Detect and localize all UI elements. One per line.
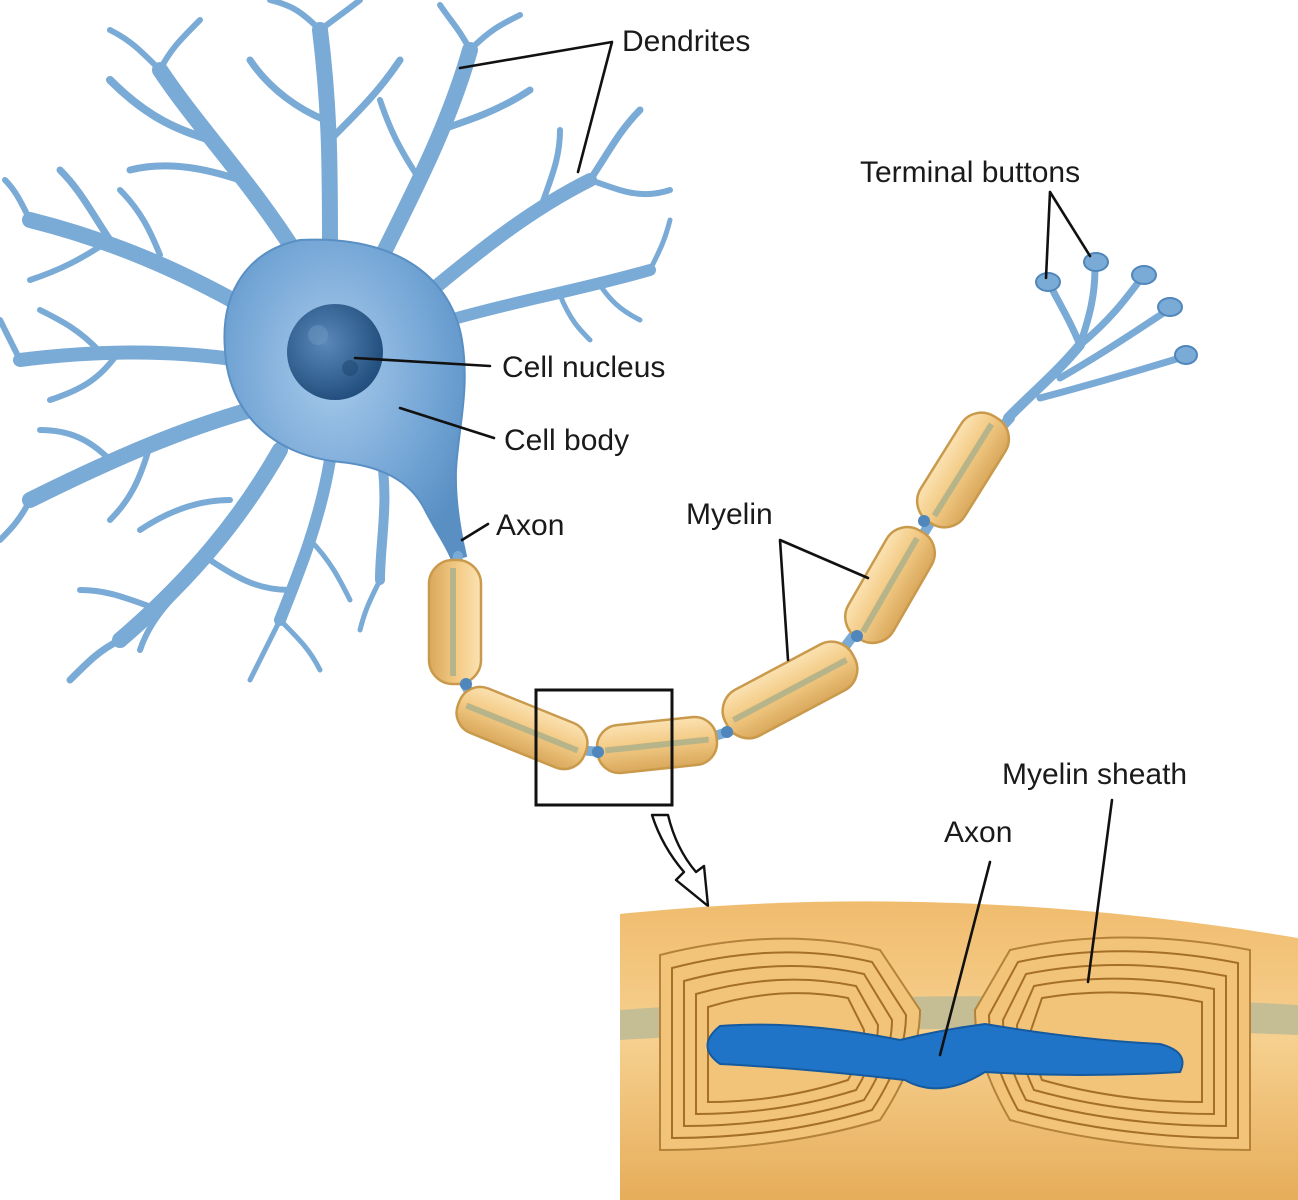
myelin-detail	[620, 901, 1298, 1200]
zoom-box	[534, 688, 674, 807]
leader-lines	[353, 40, 1114, 1057]
myelin-segment	[915, 411, 1011, 529]
label-myelin-sheath: Myelin sheath	[1002, 758, 1187, 791]
myelin-segment	[595, 715, 719, 775]
myelin-segment	[844, 525, 936, 645]
axon-terminals	[1003, 264, 1184, 423]
myelin-segments	[427, 411, 1011, 775]
label-terminal-buttons: Terminal buttons	[860, 156, 1080, 189]
label-cell-body: Cell body	[504, 424, 629, 457]
myelin-segment	[721, 640, 859, 740]
terminal-buttons	[1035, 252, 1198, 365]
nodes-of-ranvier	[460, 515, 930, 758]
zoom-arrow	[650, 813, 710, 908]
terminal-button	[1157, 297, 1183, 317]
axon-detail-shape	[706, 1022, 1184, 1090]
terminal-button	[1083, 252, 1109, 272]
cell-nucleus	[287, 304, 383, 400]
terminal-button	[1035, 272, 1061, 292]
label-cell-nucleus: Cell nucleus	[502, 351, 665, 384]
cell-body	[223, 238, 468, 562]
terminal-button	[1131, 265, 1157, 285]
label-myelin: Myelin	[686, 498, 773, 531]
label-dendrites: Dendrites	[622, 25, 750, 58]
myelin-segment	[455, 685, 589, 771]
label-axon: Axon	[496, 509, 564, 542]
myelin-segment	[427, 558, 483, 686]
label-axon-detail: Axon	[944, 816, 1012, 849]
terminal-button	[1174, 345, 1198, 365]
